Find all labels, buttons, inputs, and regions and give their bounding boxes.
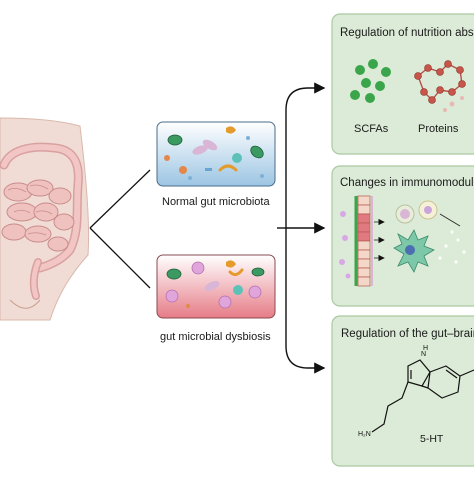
proteins-label: Proteins [418,123,459,135]
bacteria-icons [164,126,264,180]
epithelium-icon [354,195,373,287]
nh-label: N [421,351,426,358]
protein-chain-icon [414,60,466,112]
scfa-label: SCFAs [354,123,389,135]
immuno-panel: Changes in immunomodulat [331,165,474,307]
serotonin-structure-icon [371,359,474,433]
serotonin-label: 5-HT [420,433,444,445]
pointer-line [439,213,461,227]
nutrition-title: Regulation of nutrition absc [340,27,474,39]
immuno-title: Changes in immunomodulat [340,177,474,189]
gut-brain-panel: Regulation of the gut–brain N H H₂N 5-HT [331,315,474,467]
normal-microbiota-panel: Normal gut microbiota [156,121,276,208]
dysbiosis-panel: gut microbial dysbiosis [156,254,276,343]
intestine-illustration [0,142,83,300]
immune-cells-icon [393,200,438,273]
scfa-molecules-icon [350,59,391,103]
nh-h-label: H [423,345,428,352]
nh2-label: H₂N [358,431,371,438]
immune-signal-arrows [374,218,385,262]
connector-lines [89,169,151,289]
dysbiosis-label: gut microbial dysbiosis [160,331,271,343]
dysbiosis-bacteria-icons [165,260,265,309]
fan-out-arrows [277,82,326,374]
nutrition-panel: Regulation of nutrition absc SCFAs Prote… [331,13,474,155]
microbe-particles-icon [339,211,351,279]
gut-brain-title: Regulation of the gut–brain [341,328,474,340]
cytokine-dots [438,230,466,264]
normal-microbiota-label: Normal gut microbiota [162,196,270,208]
